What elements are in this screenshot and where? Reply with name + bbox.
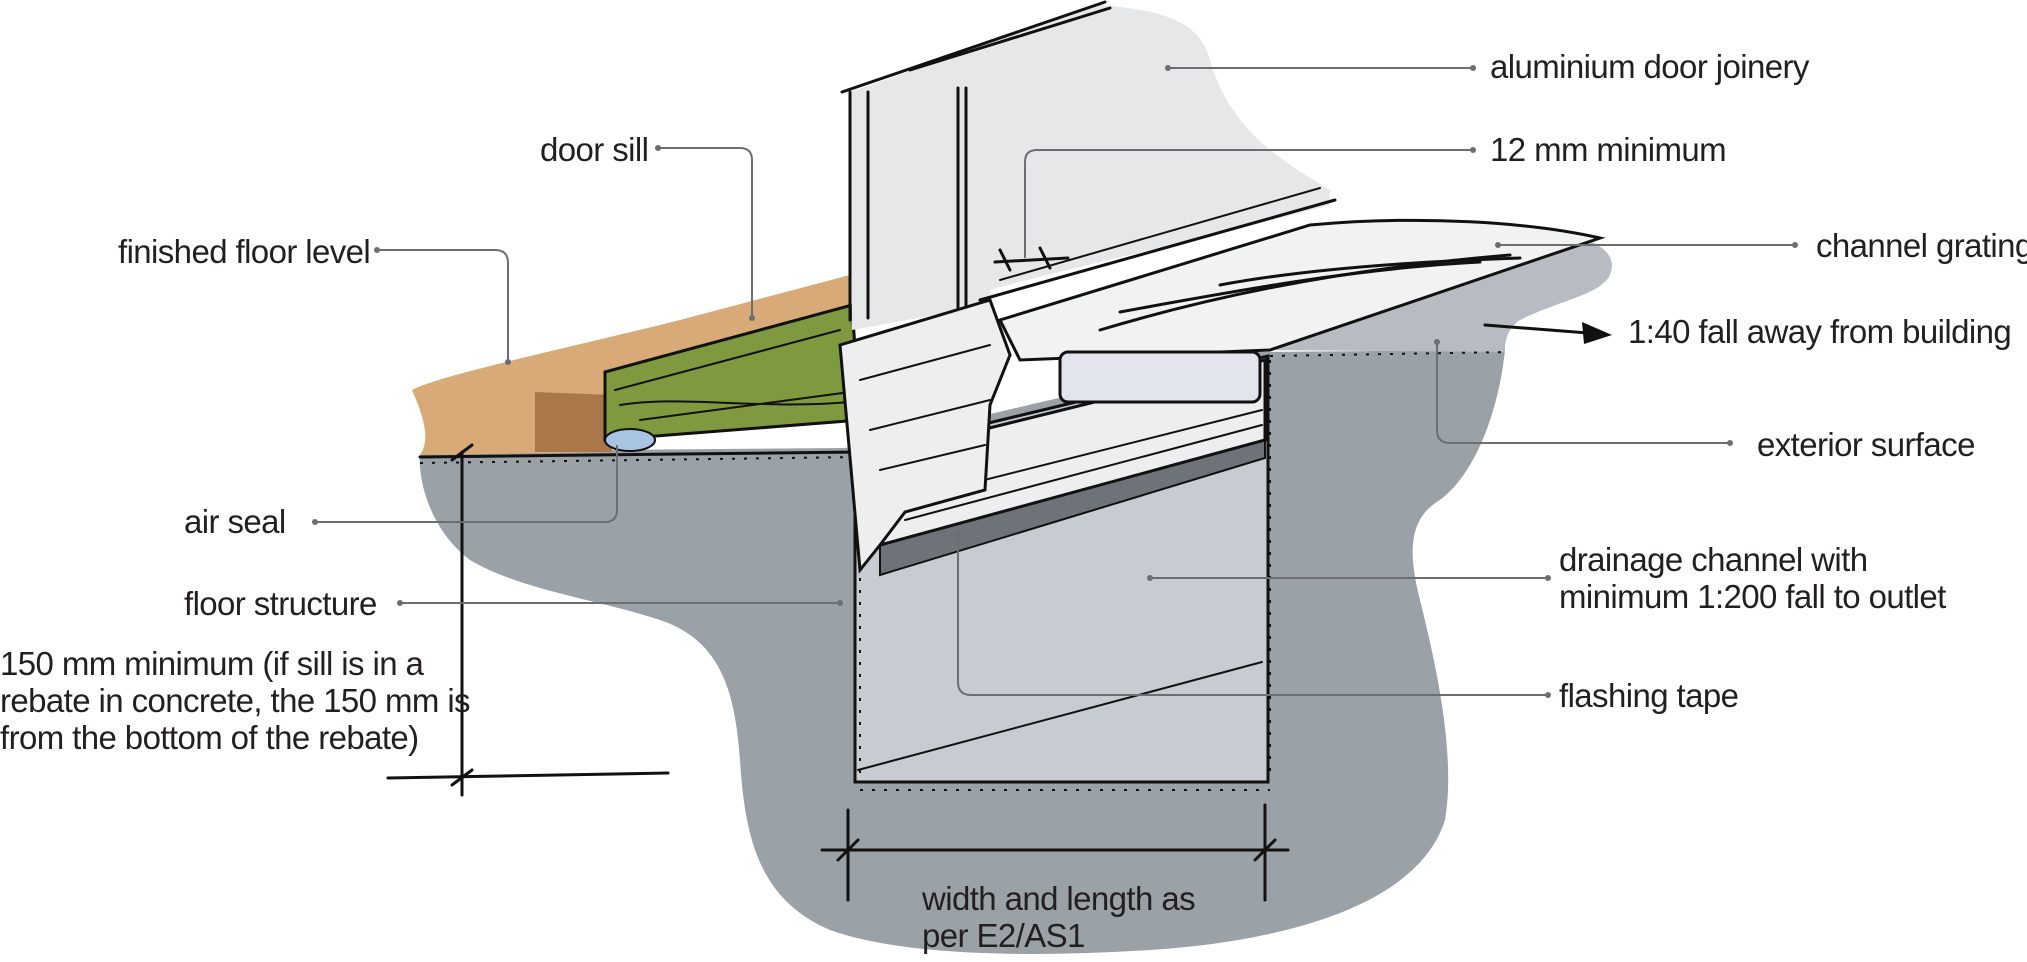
grating-bar bbox=[1058, 350, 1262, 404]
leader-lines bbox=[312, 65, 1798, 698]
label-floor-structure: floor structure bbox=[184, 585, 377, 622]
label-finished-floor-level: finished floor level bbox=[118, 233, 371, 270]
label-drainage-channel-line1: drainage channel with bbox=[1559, 541, 1868, 578]
label-150mm-line3: from the bottom of the rebate) bbox=[0, 719, 419, 756]
air-seal bbox=[604, 428, 656, 452]
fall-arrow bbox=[1483, 323, 1590, 335]
label-door-sill: door sill bbox=[540, 131, 649, 168]
label-drainage-channel-line2: minimum 1:200 fall to outlet bbox=[1559, 578, 1946, 615]
label-air-seal: air seal bbox=[184, 503, 286, 540]
label-150mm-line2: rebate in concrete, the 150 mm is bbox=[0, 682, 471, 719]
floor-hatch bbox=[419, 456, 861, 464]
label-exterior-surface: exterior surface bbox=[1757, 426, 1975, 463]
label-12mm-minimum: 12 mm minimum bbox=[1490, 131, 1727, 168]
label-width-line2: per E2/AS1 bbox=[922, 917, 1085, 954]
label-aluminium-door-joinery: aluminium door joinery bbox=[1490, 48, 1809, 85]
sill-extrusion bbox=[838, 298, 1012, 574]
label-channel-grating: channel grating bbox=[1816, 227, 2027, 264]
label-150mm-line1: 150 mm minimum (if sill is in a bbox=[0, 645, 424, 682]
channel-grating bbox=[997, 218, 1606, 362]
timber-floor-edge bbox=[535, 392, 612, 452]
door-joinery bbox=[850, 5, 1330, 330]
label-flashing-tape: flashing tape bbox=[1559, 677, 1739, 714]
fall-arrow-head bbox=[1582, 322, 1612, 344]
label-fall-away: 1:40 fall away from building bbox=[1628, 313, 2012, 350]
label-width-line1: width and length as bbox=[922, 880, 1196, 917]
